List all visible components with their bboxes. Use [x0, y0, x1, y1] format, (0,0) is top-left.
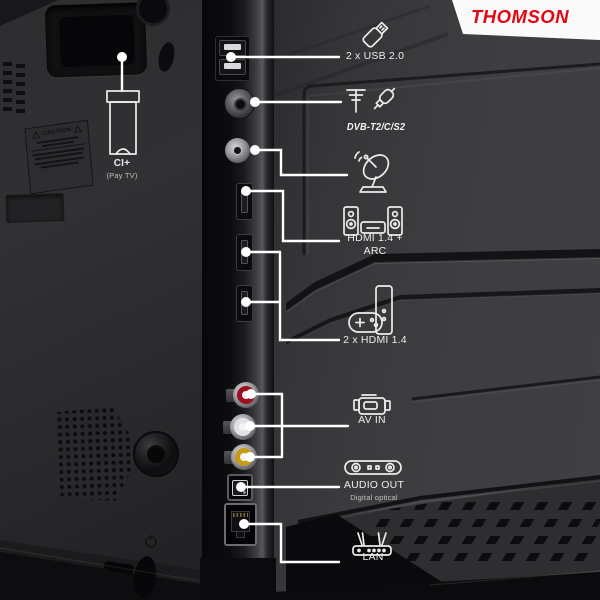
- power-symbol-icon: [145, 535, 157, 548]
- panel-hole-small: [156, 40, 177, 74]
- camcorder-icon: [351, 388, 395, 420]
- antenna-plug-icon: [343, 82, 401, 120]
- caution-title: CAUTION: [41, 127, 72, 138]
- panel-hole: [136, 0, 170, 26]
- vent-row: [375, 519, 600, 527]
- soundbar-icon: [343, 457, 403, 479]
- panel-recess: [5, 192, 65, 224]
- hdmi-port-1: [236, 183, 253, 220]
- stand-mount-hole: [147, 445, 165, 463]
- warning-triangle-icon: [73, 125, 82, 134]
- speaker-grille: [55, 406, 142, 503]
- satellite-dish-icon: [349, 146, 397, 198]
- vent-row: [365, 536, 600, 544]
- game-console-icon: [345, 284, 399, 340]
- caution-label: CAUTION: [24, 119, 94, 195]
- hdmi-port-2: [236, 234, 253, 271]
- strip-bottom-shadow: [200, 558, 276, 600]
- optical-audio-port: [227, 474, 253, 501]
- av-in-label: AV IN: [358, 414, 386, 426]
- usb-port-1: [219, 40, 246, 56]
- ci-sublabel: (Pay TV): [106, 171, 138, 180]
- ci-slot-opening: [59, 14, 135, 68]
- hdmi-2x-label: 2 x HDMI 1.4: [343, 334, 407, 346]
- ci-label: CI+: [113, 158, 131, 169]
- brand-logo: THOMSON: [471, 6, 570, 27]
- usb-stick-icon: [352, 12, 396, 56]
- router-icon: [349, 528, 395, 558]
- stand-mount: [133, 431, 179, 477]
- dvb-logo: DVB-T2/C/S2: [346, 122, 406, 133]
- hdmi-port-3: [236, 285, 253, 322]
- rca-jack-yellow: [231, 444, 257, 470]
- rca-jack-red: [233, 382, 259, 408]
- lan-label: LAN: [362, 551, 384, 563]
- satellite-connector: [225, 138, 250, 163]
- antenna-connector: [224, 88, 255, 119]
- warning-triangle-icon: [32, 131, 41, 139]
- ci-card-icon: [103, 90, 143, 160]
- rca-jack-white: [230, 414, 256, 440]
- side-vents: [3, 62, 12, 114]
- satellite-connector-hole: [233, 146, 242, 155]
- ethernet-port: [224, 503, 257, 546]
- side-vents: [16, 64, 25, 116]
- usb-ports: [215, 36, 250, 81]
- usb-label: 2 x USB 2.0: [345, 50, 405, 62]
- usb-port-2: [219, 59, 246, 75]
- hdmi-arc-label: HDMI 1.4 + ARC: [347, 232, 403, 257]
- audio-out-sublabel: Digital optical: [350, 493, 398, 502]
- brand-banner: THOMSON: [452, 0, 600, 40]
- antenna-connector-hole: [234, 98, 247, 111]
- speakers-receiver-icon: [341, 203, 405, 243]
- audio-out-label: AUDIO OUT: [343, 479, 405, 491]
- ci-slot-recess: [44, 2, 148, 78]
